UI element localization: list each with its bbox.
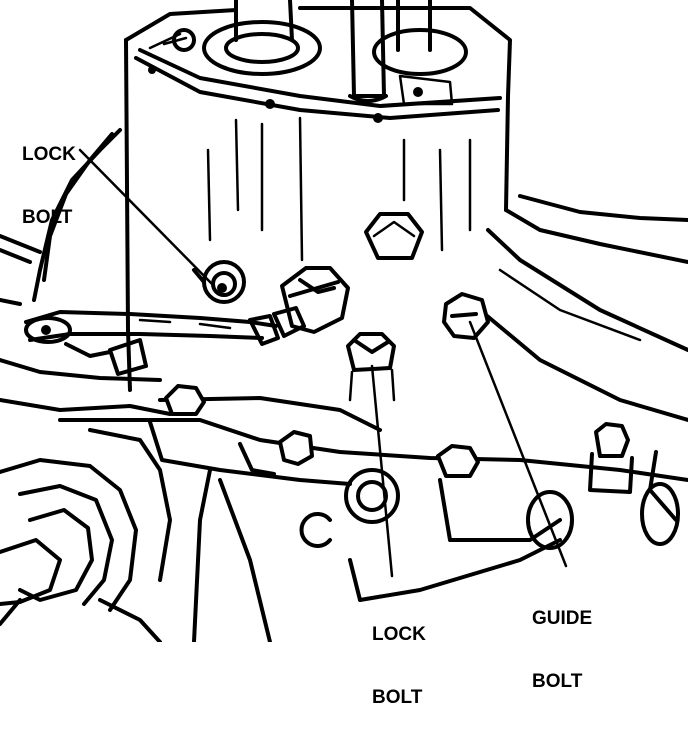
label-line: LOCK <box>372 624 426 645</box>
upper-case <box>124 0 512 332</box>
guide-bolt <box>442 292 490 340</box>
label-line: BOLT <box>22 207 73 228</box>
leader-lines <box>78 148 568 578</box>
label-guide-bolt: GUIDE BOLT <box>532 566 592 713</box>
right-housing <box>478 194 688 422</box>
label-line: BOLT <box>372 687 423 708</box>
sensor-switch <box>272 266 350 338</box>
transmission-diagram: LOCK BOLT LOCK BOLT GUIDE BOLT <box>0 0 688 708</box>
leader-guide-bolt <box>468 320 568 568</box>
mount-bracket <box>0 428 172 644</box>
label-line: LOCK <box>22 144 76 165</box>
label-lock-bolt-lower: LOCK BOLT <box>372 582 426 729</box>
diagram-artwork <box>0 0 688 644</box>
label-line: BOLT <box>532 671 583 692</box>
shift-linkage <box>24 310 280 358</box>
label-lock-bolt-upper: LOCK BOLT <box>22 102 76 249</box>
leader-lock-bolt-upper <box>78 148 216 288</box>
valve-body <box>0 328 688 644</box>
leader-lock-bolt-lower <box>370 364 394 578</box>
label-line: GUIDE <box>532 608 593 629</box>
cooler-line <box>0 128 122 306</box>
center-bolt <box>364 212 424 260</box>
lock-bolt-upper <box>192 260 246 304</box>
lock-bolt-lower <box>346 332 396 402</box>
